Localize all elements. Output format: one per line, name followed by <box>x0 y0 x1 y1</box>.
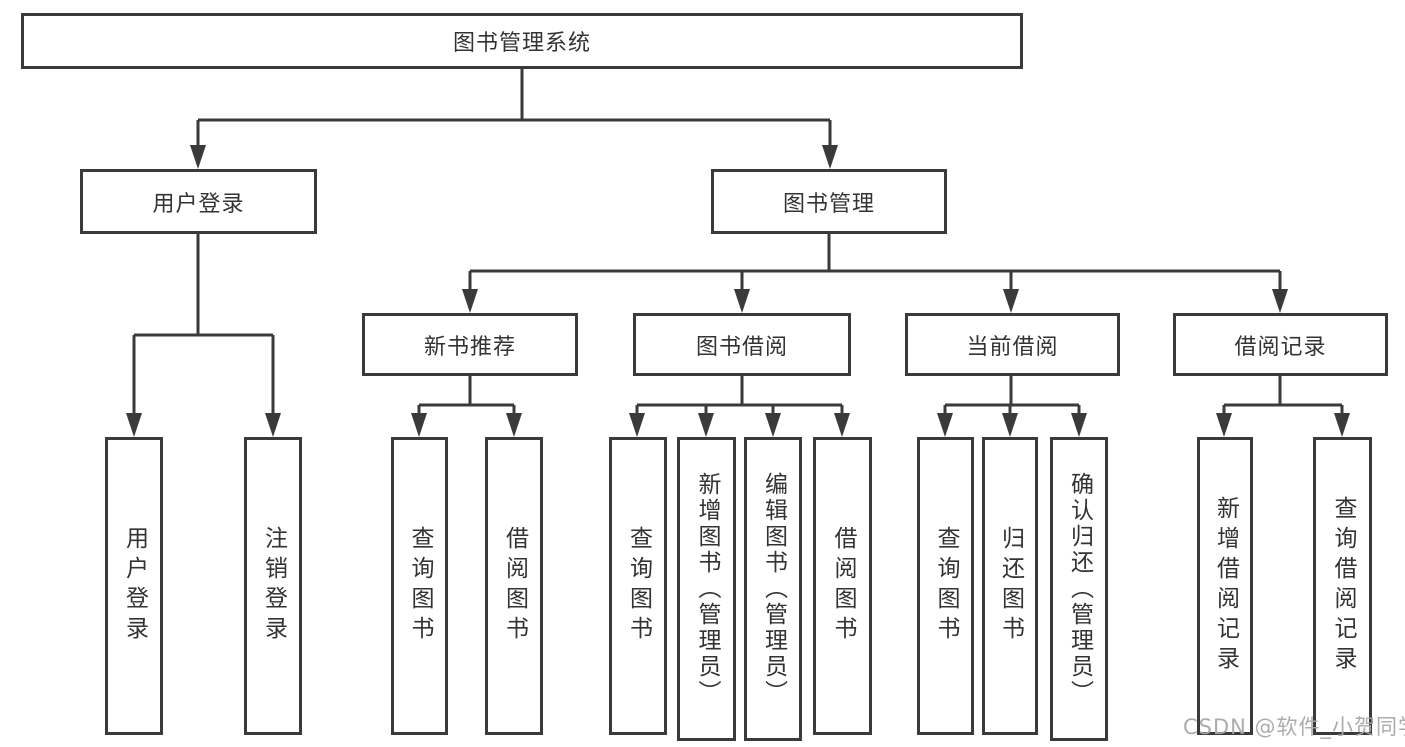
leaf-borrow-book-recommend-label: 借阅图书 <box>501 526 528 646</box>
leaf-user-login-label: 用户登录 <box>121 526 148 646</box>
node-borrow-record: 借阅记录 <box>1173 313 1388 376</box>
leaf-logout: 注销登录 <box>244 437 302 735</box>
leaf-add-borrow-record: 新增借阅记录 <box>1197 437 1253 735</box>
node-library-system: 图书管理系统 <box>21 13 1023 69</box>
leaf-return-book: 归还图书 <box>982 437 1038 735</box>
node-new-book-recommend: 新书推荐 <box>362 313 578 376</box>
leaf-edit-book-admin: 编辑图书（管理员） <box>744 437 802 741</box>
leaf-borrow-book-borrow-label: 借阅图书 <box>830 526 856 646</box>
leaf-query-borrow-record-label: 查询借阅记录 <box>1330 496 1356 676</box>
leaf-add-borrow-record-label: 新增借阅记录 <box>1212 496 1239 676</box>
leaf-query-book-borrow: 查询图书 <box>609 437 667 735</box>
leaf-logout-label: 注销登录 <box>260 526 287 646</box>
leaf-add-book-admin-label: 新增图书（管理员） <box>694 472 720 706</box>
node-current-borrow: 当前借阅 <box>905 313 1120 376</box>
node-library-system-label: 图书管理系统 <box>452 31 591 56</box>
leaf-edit-book-admin-label: 编辑图书（管理员） <box>760 472 787 706</box>
node-user-login-label: 用户登录 <box>152 191 245 217</box>
leaf-query-book-current-label: 查询图书 <box>933 526 959 646</box>
arrowheads <box>126 145 1350 437</box>
leaf-query-book-recommend: 查询图书 <box>391 437 448 735</box>
leaf-query-borrow-record: 查询借阅记录 <box>1313 437 1372 735</box>
node-book-manage-label: 图书管理 <box>782 191 875 217</box>
leaf-confirm-return-admin-label: 确认归还（管理员） <box>1066 472 1093 706</box>
csdn-watermark: CSDN @软件_小贺同学 <box>1183 715 1405 739</box>
node-user-login: 用户登录 <box>80 169 317 234</box>
leaf-add-book-admin: 新增图书（管理员） <box>677 437 736 741</box>
leaf-borrow-book-borrow: 借阅图书 <box>813 437 872 735</box>
leaf-return-book-label: 归还图书 <box>997 526 1024 646</box>
node-book-borrow: 图书借阅 <box>633 313 851 376</box>
leaf-query-book-current: 查询图书 <box>917 437 974 735</box>
leaf-query-book-recommend-label: 查询图书 <box>407 526 433 646</box>
leaf-query-book-borrow-label: 查询图书 <box>625 526 652 646</box>
node-book-borrow-label: 图书借阅 <box>695 334 788 360</box>
leaf-confirm-return-admin: 确认归还（管理员） <box>1050 437 1108 741</box>
node-new-book-recommend-label: 新书推荐 <box>423 334 516 360</box>
leaf-user-login: 用户登录 <box>105 437 163 735</box>
node-current-borrow-label: 当前借阅 <box>966 334 1059 360</box>
node-borrow-record-label: 借阅记录 <box>1234 334 1327 360</box>
leaf-borrow-book-recommend: 借阅图书 <box>485 437 543 735</box>
node-book-manage: 图书管理 <box>711 169 947 234</box>
